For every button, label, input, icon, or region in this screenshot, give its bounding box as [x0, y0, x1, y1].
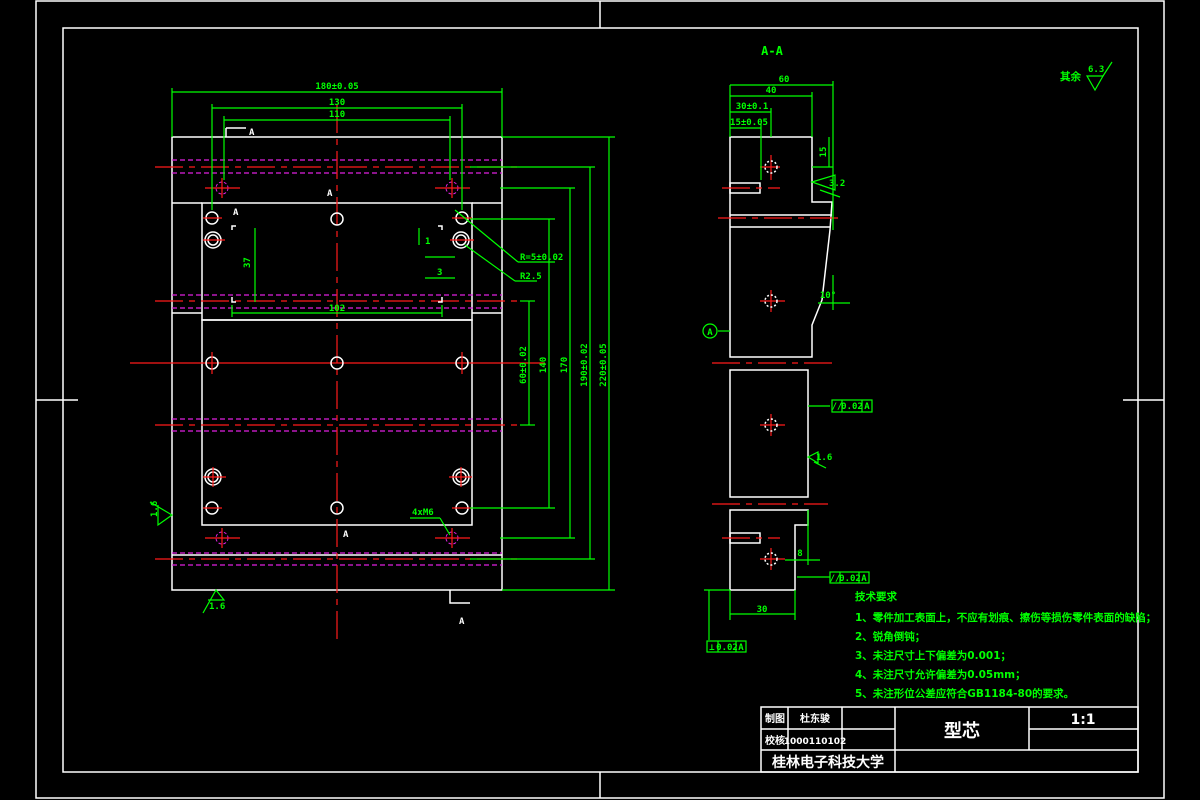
svg-text://: // [832, 402, 843, 412]
tech-req-item: 3、未注尺寸上下偏差为0.001； [855, 649, 1011, 662]
svg-text:0.02: 0.02 [839, 574, 861, 584]
dim-height-140: 140 [539, 357, 549, 373]
technical-requirements: 技术要求 1、零件加工表面上，不应有划痕、擦伤等损伤零件表面的缺陷； 2、锐角倒… [855, 590, 1156, 700]
general-finish-value: 6.3 [1088, 65, 1104, 75]
dim-height-overall: 220±0.05 [599, 343, 609, 386]
svg-text:0.02: 0.02 [841, 402, 863, 412]
tech-req-item: 2、锐角倒钝； [855, 630, 925, 643]
plan-view: 180±0.05 130 110 37 102 1 3 R=5±0.02 R2.… [130, 82, 615, 645]
dim-section-30: 30±0.1 [736, 102, 769, 112]
part-name: 型芯 [944, 720, 980, 742]
svg-text:⊥: ⊥ [709, 643, 715, 653]
tech-req-title: 技术要求 [855, 590, 897, 603]
surface-finish-bottom-value: 1.6 [209, 602, 225, 612]
svg-text:A: A [738, 643, 744, 653]
dim-small-a: 1 [425, 237, 430, 247]
check-label: 校核 [765, 734, 785, 747]
section-mark-center-bottom: A [343, 530, 349, 540]
svg-text:A: A [864, 402, 870, 412]
dim-slot-height: 37 [243, 257, 253, 268]
dim-slot-width: 102 [329, 304, 345, 314]
dim-section-8: 8 [797, 549, 802, 559]
section-surface-finish-side: 1.6 [806, 451, 832, 469]
drawn-label: 制图 [765, 712, 785, 725]
dim-section-15: 15±0.05 [730, 118, 768, 128]
plan-holes [203, 178, 474, 548]
section-mark-center-top: A [327, 189, 333, 199]
general-finish-label: 其余 [1060, 70, 1082, 83]
dim-height-170: 170 [560, 357, 570, 373]
drawing-frame [35, 0, 1165, 799]
tolerance-frame-1: // 0.02 A [831, 399, 873, 413]
dim-section-40: 40 [766, 86, 777, 96]
dim-section-15v: 15 [819, 147, 829, 158]
section-surface-finish-side-value: 1.6 [816, 453, 832, 463]
section-title: A-A [761, 44, 783, 58]
dim-width-overall: 180±0.05 [315, 82, 358, 92]
datum-a-symbol [702, 323, 718, 339]
datum-a-label: A [707, 328, 713, 338]
surface-finish-bottom: 1.6 [202, 588, 225, 614]
dim-height-inner: 60±0.02 [519, 346, 529, 384]
school-name: 桂林电子科技大学 [771, 754, 884, 771]
dim-section-30b: 30 [757, 605, 768, 615]
dim-small-b: 3 [437, 268, 442, 278]
plan-dimensions [171, 88, 615, 591]
section-mark-top: A [249, 128, 255, 138]
section-mark-left: A [233, 208, 239, 218]
dim-radius-callout: R=5±0.02 [520, 253, 563, 263]
svg-text:A: A [861, 574, 867, 584]
dim-width-holes: 130 [329, 98, 345, 108]
dim-width-inner: 110 [329, 110, 345, 120]
scale: 1:1 [1070, 712, 1095, 728]
section-surface-finish-top: 3.2 [810, 174, 845, 198]
section-view: A-A [702, 44, 873, 653]
tech-req-item: 1、零件加工表面上，不应有划痕、擦伤等损伤零件表面的缺陷； [855, 611, 1156, 624]
surface-finish-left: 1.6 [149, 501, 174, 527]
svg-text:0.02: 0.02 [716, 643, 738, 653]
student-id: 1000110102 [784, 737, 847, 747]
dim-section-angle: 10° [820, 291, 836, 301]
tech-req-item: 4、未注尺寸允许偏差为0.05mm； [855, 668, 1026, 681]
surface-finish-left-value: 1.6 [150, 501, 160, 517]
title-block: 制图 杜东骏 校核 1000110102 型芯 1:1 桂林电子科技大学 [760, 706, 1139, 773]
svg-text://: // [830, 574, 841, 584]
section-surface-finish-top-value: 3.2 [829, 179, 845, 189]
dim-hole-callout: 4xM6 [412, 508, 434, 518]
tolerance-frame-2: // 0.02 A [829, 571, 870, 584]
general-surface-finish: 其余 6.3 [1060, 61, 1113, 92]
section-mark-bottom: A [459, 617, 465, 627]
dim-radius-2: R2.5 [520, 272, 542, 282]
dim-height-190: 190±0.02 [580, 343, 590, 386]
section-dimensions [704, 81, 850, 640]
tech-req-item: 5、未注形位公差应符合GB1184-80的要求。 [855, 687, 1074, 700]
drawn-name: 杜东骏 [800, 712, 830, 725]
tolerance-frame-3: ⊥ 0.02 A [706, 640, 747, 653]
dim-section-60: 60 [779, 75, 790, 85]
